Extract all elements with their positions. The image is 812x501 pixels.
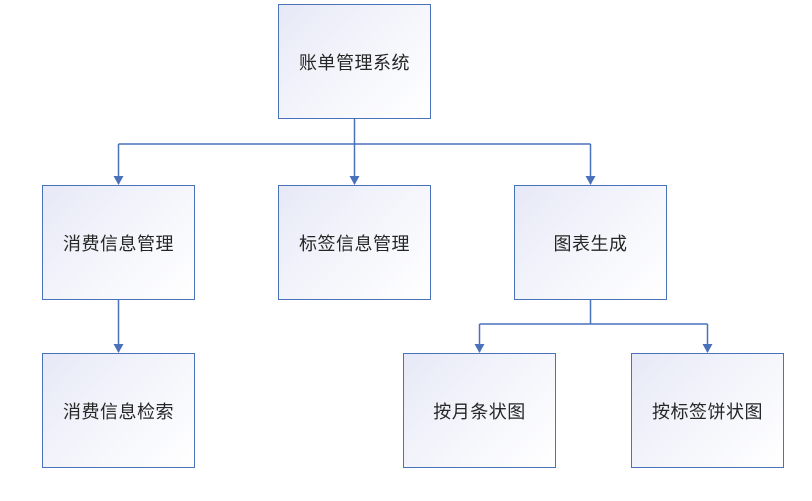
node-label: 按月条状图 [433,401,526,423]
node-monthly-bar-chart: 按月条状图 [403,353,556,468]
node-label: 按标签饼状图 [652,401,763,423]
node-label: 账单管理系统 [299,52,410,74]
node-root-billing-system: 账单管理系统 [278,4,431,119]
node-chart-generation: 图表生成 [514,185,667,300]
node-expense-info-search: 消费信息检索 [42,353,195,468]
node-label: 消费信息检索 [63,401,174,423]
node-tag-pie-chart: 按标签饼状图 [631,353,784,468]
node-tag-info-management: 标签信息管理 [278,185,431,300]
node-label: 消费信息管理 [63,233,174,255]
node-label: 标签信息管理 [299,233,410,255]
node-label: 图表生成 [553,233,628,255]
node-expense-info-management: 消费信息管理 [42,185,195,300]
